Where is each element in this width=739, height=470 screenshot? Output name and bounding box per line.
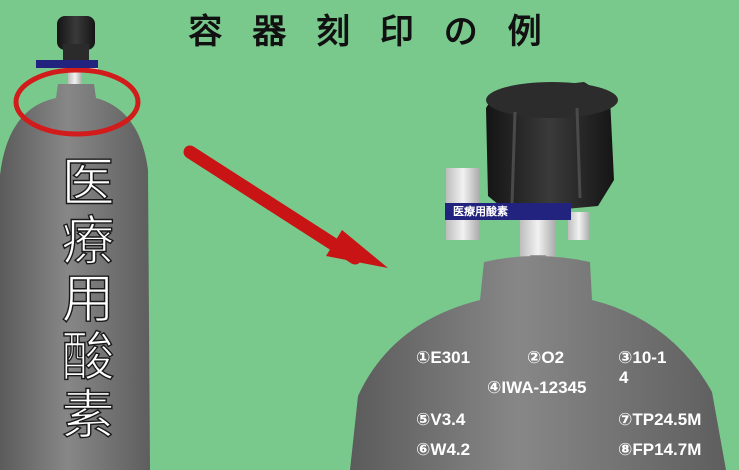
marking-4: ④IWA-12345 bbox=[487, 378, 587, 397]
marking-2: ②O2 bbox=[527, 348, 565, 367]
label-char: 酸 bbox=[61, 327, 115, 388]
marking-6: ⑥W4.2 bbox=[416, 440, 471, 459]
marking-7: ⑦TP24.5M bbox=[618, 410, 702, 429]
valve-label-tag: 医療用酸素 bbox=[445, 203, 571, 220]
marking-8: ⑧FP14.7M bbox=[618, 440, 702, 459]
marking-3: ③10-1 bbox=[618, 348, 667, 367]
highlight-circle bbox=[13, 67, 141, 137]
valve-cap-icon bbox=[446, 82, 618, 267]
label-char: 療 bbox=[61, 211, 115, 272]
marking-3-continued: 4 bbox=[619, 368, 629, 387]
small-label-tag bbox=[36, 60, 98, 68]
oxygen-cylinder-icon bbox=[0, 16, 150, 470]
marking-1: ①E301 bbox=[416, 348, 471, 367]
label-char: 医 bbox=[61, 153, 115, 214]
arrow-icon bbox=[183, 145, 388, 268]
cylinder-body bbox=[350, 256, 726, 470]
marking-5: ⑤V3.4 bbox=[416, 410, 466, 429]
cylinder-vertical-label: 医 療 用 酸 素 bbox=[48, 153, 128, 446]
label-char: 用 bbox=[61, 269, 115, 330]
label-char: 素 bbox=[61, 385, 115, 446]
page-title: 容 器 刻 印 の 例 bbox=[188, 12, 551, 52]
